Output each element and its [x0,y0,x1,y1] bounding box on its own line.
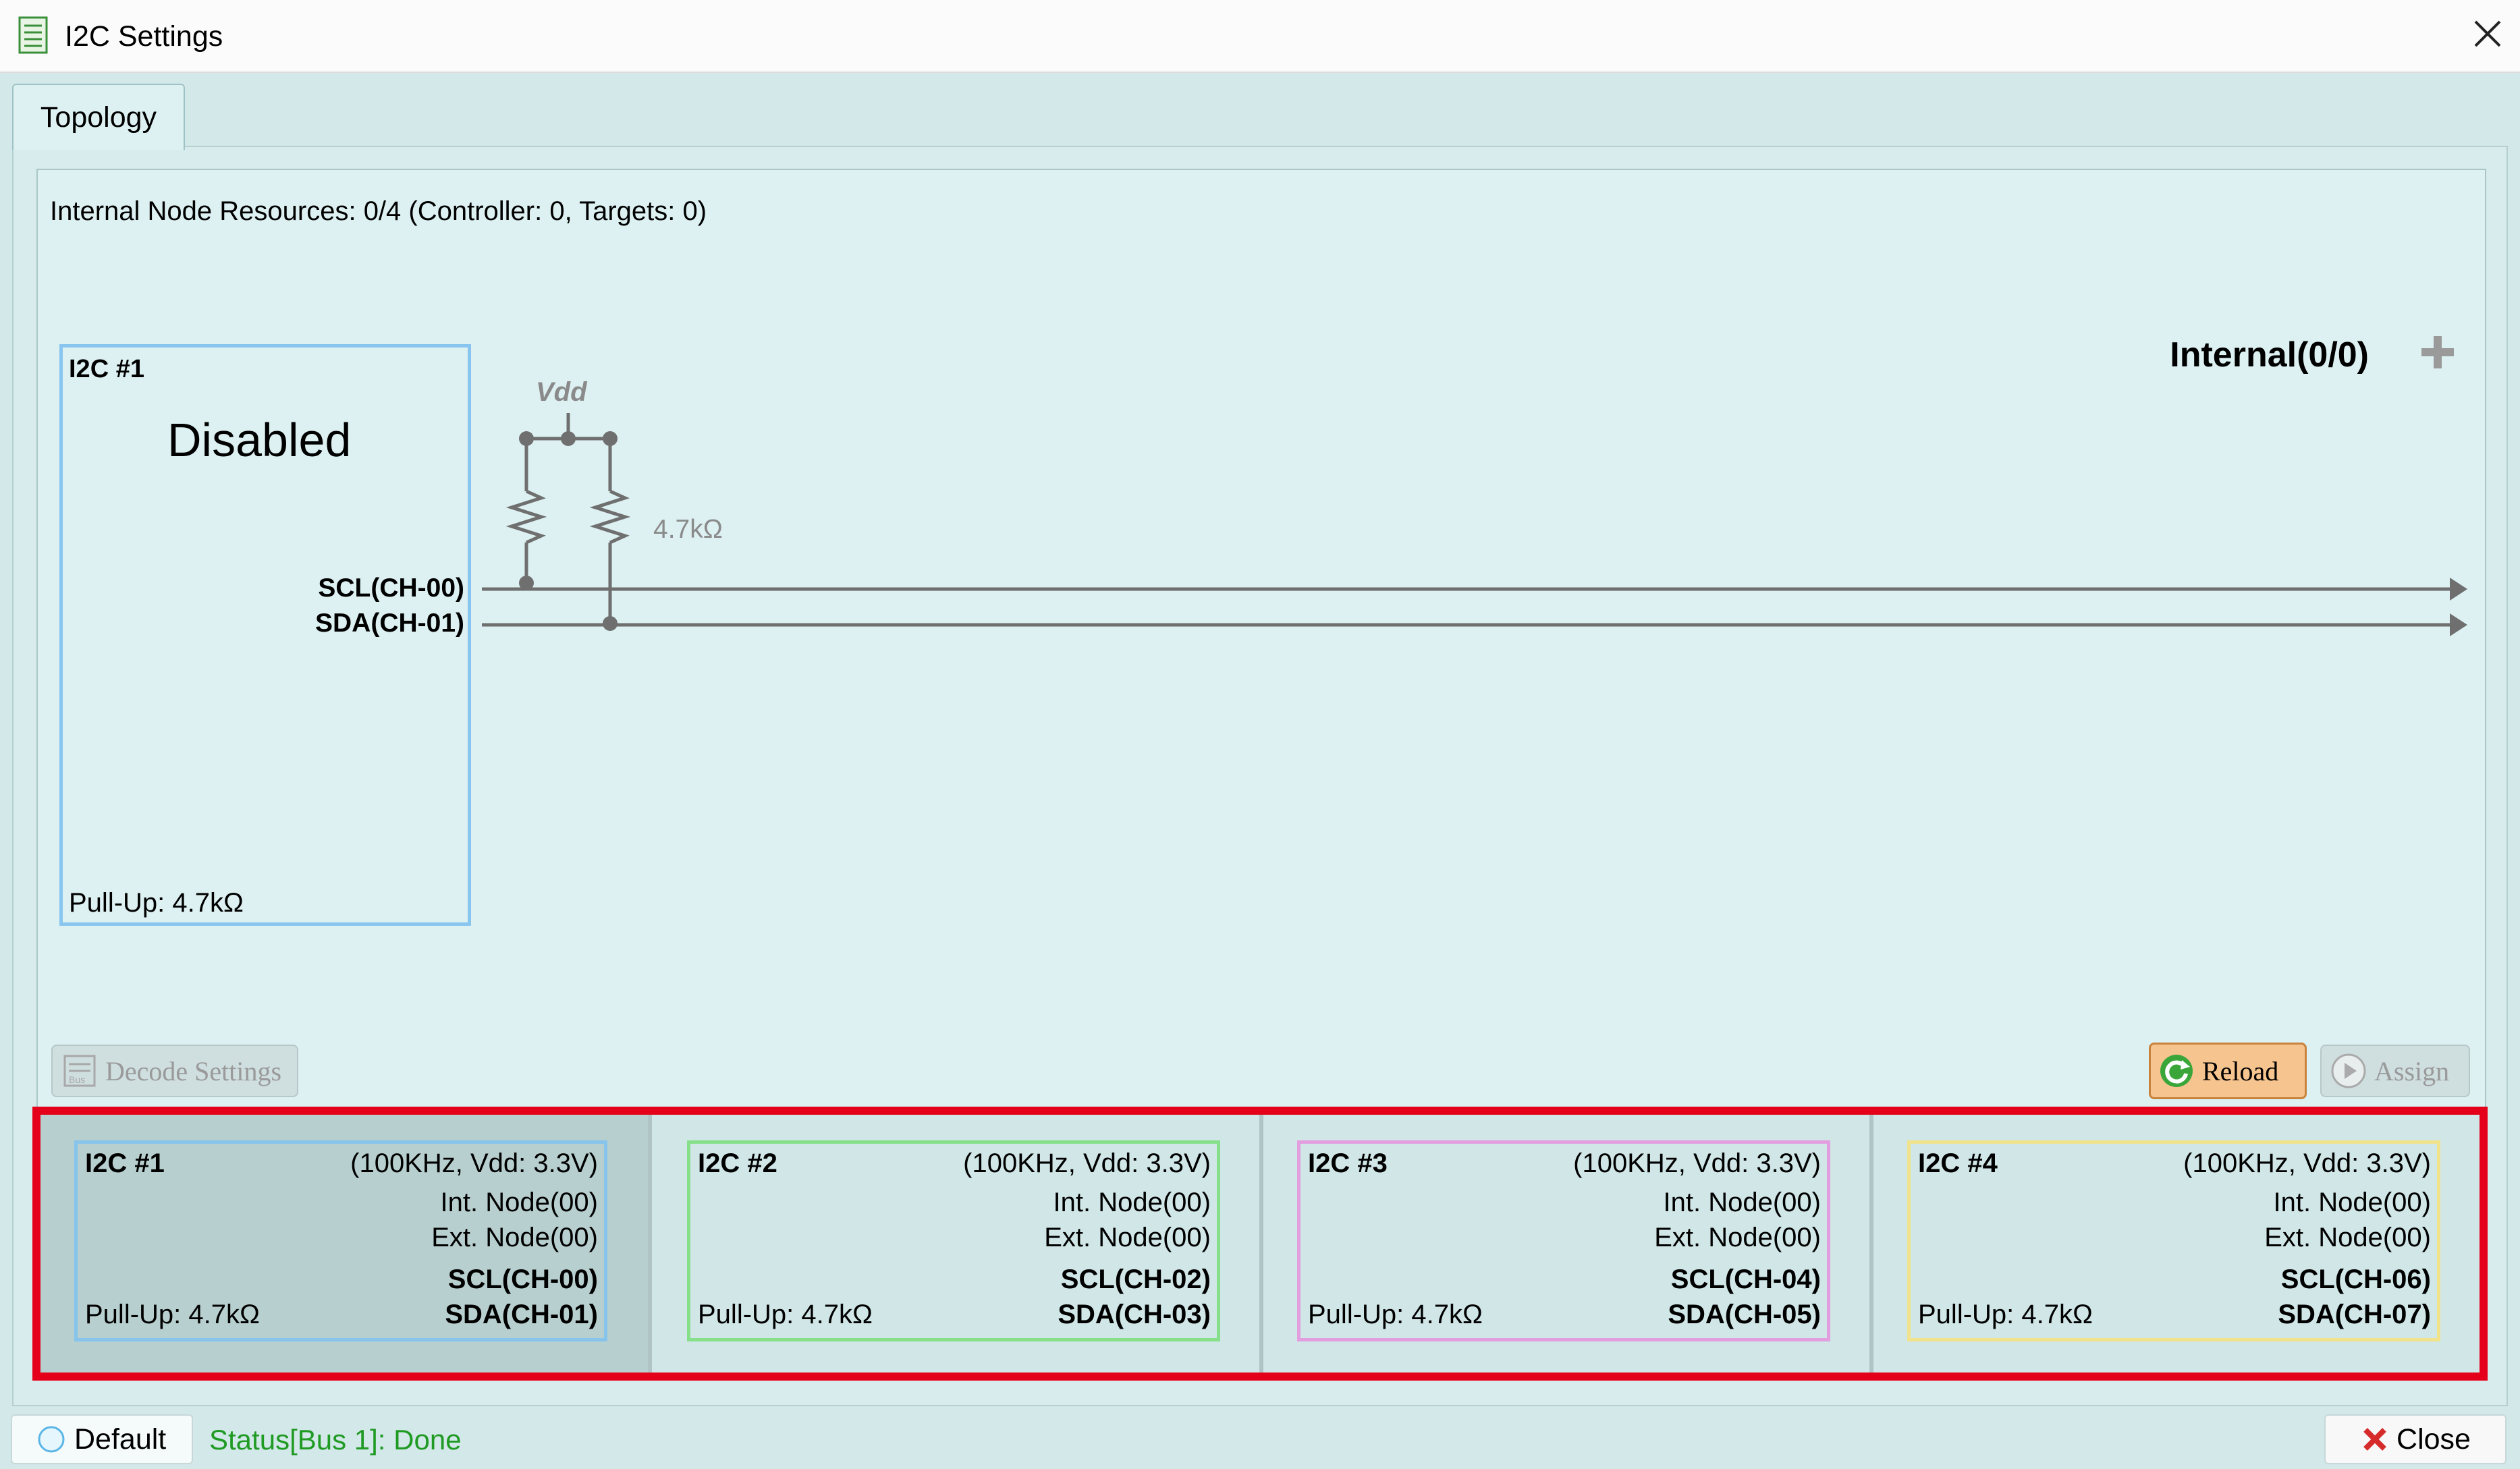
plus-icon[interactable] [2419,333,2457,371]
bus-title: I2C #4 [1918,1148,1998,1178]
close-button[interactable]: Close [2324,1414,2507,1464]
bus-params: (100KHz, Vdd: 3.3V) [350,1148,598,1178]
decode-settings-button[interactable]: Bus Decode Settings [51,1045,298,1097]
bus-title: I2C #2 [698,1148,777,1178]
document-list-icon [18,16,48,54]
bus-card-1[interactable] [74,1140,607,1341]
assign-button[interactable]: Assign [2320,1045,2470,1097]
reload-label: Reload [2202,1055,2279,1086]
scl-label: SCL(CH-00) [318,574,464,603]
decode-settings-label: Decode Settings [105,1055,282,1086]
radio-icon [38,1426,65,1453]
bus-int-node: Int. Node(00) [440,1188,598,1217]
resistor-value-label: 4.7kΩ [653,515,723,544]
bus-panel-1[interactable] [40,1115,649,1373]
bus-title: I2C #3 [1308,1148,1388,1178]
window-title: I2C Settings [65,20,223,53]
bus-params: (100KHz, Vdd: 3.3V) [1573,1148,1821,1178]
internal-count-label: Internal(0/0) [2170,335,2369,375]
bus-pullup: Pull-Up: 4.7kΩ [85,1300,260,1329]
bus-separator [1259,1115,1263,1373]
bus-icon: Bus [63,1055,96,1087]
topology-canvas [36,169,2486,1113]
close-icon[interactable] [2469,15,2507,53]
close-x-icon [2363,1428,2386,1451]
bus-separator [1869,1115,1873,1373]
bus-title: I2C #1 [85,1148,165,1178]
bus-params: (100KHz, Vdd: 3.3V) [963,1148,1211,1178]
bus-scl: SCL(CH-06) [2280,1265,2431,1294]
status-text: Status[Bus 1]: Done [209,1424,462,1456]
bus-pullup: Pull-Up: 4.7kΩ [1918,1300,2093,1329]
sda-label: SDA(CH-01) [314,609,464,638]
title-bar [0,0,2520,73]
bus-card-4[interactable] [1907,1140,2440,1341]
bus-scl: SCL(CH-04) [1670,1265,1821,1294]
bus-int-node: Int. Node(00) [1053,1188,1211,1217]
bus-sda: SDA(CH-01) [445,1300,598,1329]
bus-sda: SDA(CH-07) [2278,1300,2431,1329]
bus-ext-node: Ext. Node(00) [1654,1223,1821,1252]
bus-params: (100KHz, Vdd: 3.3V) [2183,1148,2431,1178]
play-icon [2331,1053,2366,1088]
bus-ext-node: Ext. Node(00) [1044,1223,1211,1252]
tab-topology[interactable]: Topology [12,84,185,150]
bus-ext-node: Ext. Node(00) [431,1223,598,1252]
bus-ext-node: Ext. Node(00) [2264,1223,2431,1252]
svg-text:Bus: Bus [69,1074,85,1085]
bus-card-2[interactable] [687,1140,1220,1341]
bus-scl: SCL(CH-00) [447,1265,598,1294]
vdd-label: Vdd [536,377,587,407]
node-title: I2C #1 [69,355,144,383]
i2c-node-box[interactable] [59,344,471,926]
internal-node-resources: Internal Node Resources: 0/4 (Controller… [50,196,707,226]
bus-pullup: Pull-Up: 4.7kΩ [1308,1300,1483,1329]
bus-sda: SDA(CH-05) [1668,1300,1821,1329]
bus-card-3[interactable] [1297,1140,1830,1341]
bus-separator [648,1115,652,1373]
pullup-label: Pull-Up: 4.7kΩ [69,888,244,918]
bus-sda: SDA(CH-03) [1058,1300,1211,1329]
bus-pullup: Pull-Up: 4.7kΩ [698,1300,873,1329]
bus-scl: SCL(CH-02) [1060,1265,1211,1294]
node-status: Disabled [167,414,352,466]
default-label: Default [74,1422,167,1456]
reload-icon [2160,1055,2193,1087]
bus-int-node: Int. Node(00) [2273,1188,2431,1217]
bus-int-node: Int. Node(00) [1663,1188,1821,1217]
reload-button[interactable]: Reload [2149,1043,2307,1099]
close-label: Close [2396,1422,2471,1456]
assign-label: Assign [2374,1055,2450,1086]
default-button[interactable]: Default [11,1414,193,1464]
